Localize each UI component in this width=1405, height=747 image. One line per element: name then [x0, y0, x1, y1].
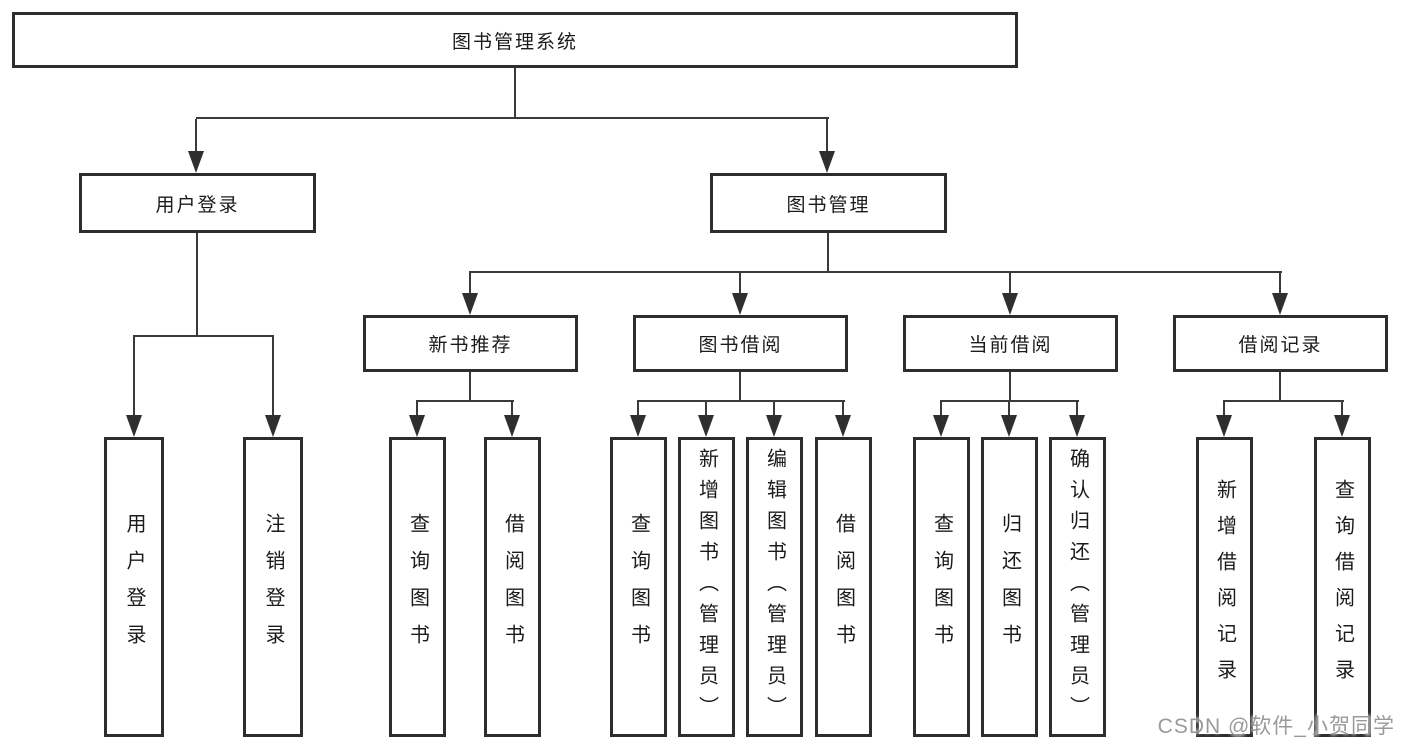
- leaf-confirm-return-admin: 确认归还（管理员）: [1049, 437, 1106, 737]
- arrow-down-icon: [1272, 293, 1288, 315]
- node-label: 用户登录: [155, 194, 240, 216]
- leaf-label: 编辑图书（管理员）: [763, 447, 786, 727]
- leaf-label: 归还图书: [998, 513, 1021, 661]
- connector-line: [940, 400, 1079, 402]
- connector-line: [773, 402, 775, 417]
- leaf-label: 查询图书: [627, 513, 650, 661]
- leaf-label: 确认归还（管理员）: [1066, 447, 1089, 727]
- csdn-watermark: CSDN @软件_小贺同学: [1157, 715, 1395, 738]
- arrow-down-icon: [462, 293, 478, 315]
- leaf-borrow-books-2: 借阅图书: [815, 437, 872, 737]
- leaf-add-borrow-record: 新增借阅记录: [1196, 437, 1253, 737]
- connector-line: [1076, 402, 1078, 417]
- leaf-query-borrow-record: 查询借阅记录: [1314, 437, 1371, 737]
- connector-line: [514, 67, 516, 119]
- leaf-label: 注销登录: [262, 513, 284, 661]
- node-label: 当前借阅: [968, 335, 1053, 356]
- leaf-label: 查询图书: [930, 513, 953, 661]
- connector-line: [1223, 400, 1344, 402]
- connector-line: [940, 402, 942, 417]
- connector-line: [133, 335, 274, 337]
- arrow-down-icon: [732, 293, 748, 315]
- connector-line: [705, 402, 707, 417]
- arrow-down-icon: [504, 415, 520, 437]
- leaf-label: 借阅图书: [832, 513, 855, 661]
- node-label: 图书管理: [786, 194, 871, 216]
- connector-line: [469, 273, 471, 295]
- arrow-down-icon: [265, 415, 281, 437]
- connector-line: [842, 402, 844, 417]
- connector-line: [196, 233, 198, 337]
- node-label: 图书管理系统: [451, 31, 578, 53]
- connector-line: [826, 119, 828, 153]
- leaf-label: 查询图书: [406, 513, 429, 661]
- connector-line: [416, 402, 418, 417]
- connector-line: [637, 400, 845, 402]
- arrow-down-icon: [1069, 415, 1085, 437]
- node-new-book-recommend: 新书推荐: [363, 315, 578, 372]
- node-root: 图书管理系统: [12, 12, 1018, 68]
- connector-line: [195, 119, 197, 153]
- connector-line: [1009, 273, 1011, 295]
- leaf-edit-book-admin: 编辑图书（管理员）: [746, 437, 803, 737]
- leaf-label: 用户登录: [123, 513, 145, 661]
- arrow-down-icon: [1216, 415, 1232, 437]
- connector-line: [416, 400, 514, 402]
- connector-line: [1279, 273, 1281, 295]
- arrow-down-icon: [698, 415, 714, 437]
- leaf-label: 新增借阅记录: [1213, 479, 1236, 695]
- arrow-down-icon: [1002, 293, 1018, 315]
- connector-line: [1223, 402, 1225, 417]
- connector-line: [1008, 402, 1010, 417]
- node-current-borrow: 当前借阅: [903, 315, 1118, 372]
- connector-line: [739, 372, 741, 402]
- connector-line: [511, 402, 513, 417]
- node-book-management: 图书管理: [710, 173, 947, 233]
- leaf-add-book-admin: 新增图书（管理员）: [678, 437, 735, 737]
- node-user-login: 用户登录: [79, 173, 316, 233]
- connector-line: [469, 372, 471, 402]
- node-label: 新书推荐: [428, 335, 513, 356]
- leaf-user-login: 用户登录: [104, 437, 164, 737]
- connector-line: [739, 273, 741, 295]
- leaf-borrow-books: 借阅图书: [484, 437, 541, 737]
- node-borrow-records: 借阅记录: [1173, 315, 1388, 372]
- node-book-borrow: 图书借阅: [633, 315, 848, 372]
- connector-line: [133, 337, 135, 417]
- leaf-logout: 注销登录: [243, 437, 303, 737]
- connector-line: [1009, 372, 1011, 402]
- arrow-down-icon: [630, 415, 646, 437]
- arrow-down-icon: [1001, 415, 1017, 437]
- arrow-down-icon: [188, 151, 204, 173]
- leaf-label: 查询借阅记录: [1331, 479, 1354, 695]
- arrow-down-icon: [835, 415, 851, 437]
- connector-line: [1279, 372, 1281, 402]
- connector-line: [196, 117, 829, 119]
- leaf-query-books: 查询图书: [389, 437, 446, 737]
- arrow-down-icon: [933, 415, 949, 437]
- connector-line: [469, 271, 1282, 273]
- arrow-down-icon: [766, 415, 782, 437]
- arrow-down-icon: [1334, 415, 1350, 437]
- node-label: 借阅记录: [1238, 335, 1323, 356]
- arrow-down-icon: [409, 415, 425, 437]
- node-label: 图书借阅: [698, 335, 783, 356]
- leaf-query-books-3: 查询图书: [913, 437, 970, 737]
- connector-line: [637, 402, 639, 417]
- leaf-query-books-2: 查询图书: [610, 437, 667, 737]
- connector-line: [272, 337, 274, 417]
- arrow-down-icon: [819, 151, 835, 173]
- leaf-label: 借阅图书: [501, 513, 524, 661]
- arrow-down-icon: [126, 415, 142, 437]
- leaf-return-books: 归还图书: [981, 437, 1038, 737]
- leaf-label: 新增图书（管理员）: [695, 447, 718, 727]
- connector-line: [1341, 402, 1343, 417]
- connector-line: [827, 233, 829, 273]
